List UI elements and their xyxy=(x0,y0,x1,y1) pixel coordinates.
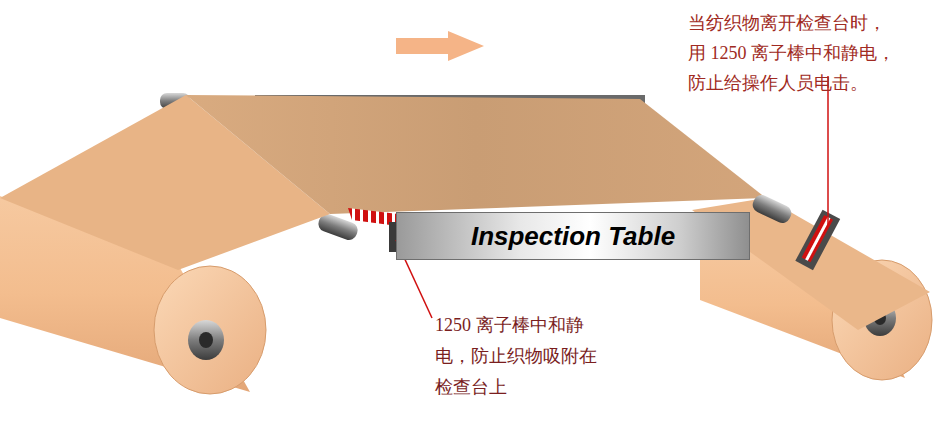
callout-note: 当纺织物离开检查台时， 用 1250 离子棒中和静电， 防止给操作人员电击。 xyxy=(688,8,903,98)
roller xyxy=(750,192,794,225)
roll-core xyxy=(188,320,224,360)
table-title: Inspection Table xyxy=(471,221,675,252)
inspection-table-front: Inspection Table xyxy=(396,212,750,260)
supply-roll-face xyxy=(154,266,266,394)
roll-core-hole xyxy=(199,332,213,348)
ion-bar xyxy=(795,210,840,271)
fabric-sheet xyxy=(186,95,766,214)
callout-note: 1250 离子棒中和静 电，防止织物吸附在 检查台上 xyxy=(435,310,607,403)
leader-line xyxy=(827,76,829,226)
direction-arrow xyxy=(396,31,484,61)
